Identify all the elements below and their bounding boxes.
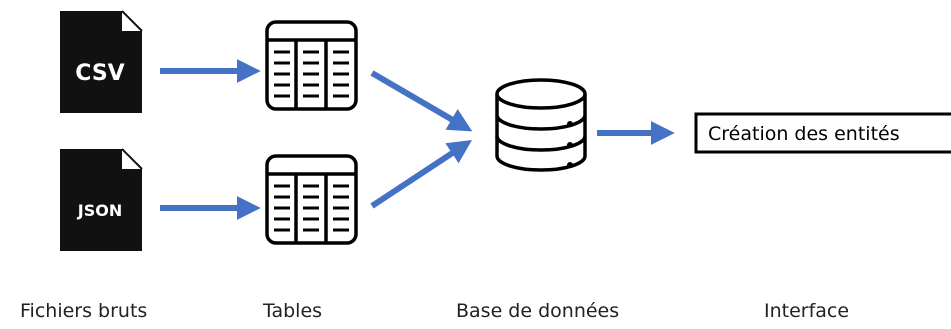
json-file-icon: JSON [60,148,143,251]
table-icon [265,20,358,111]
interface-box: Création des entités [694,112,951,154]
csv-file-icon: CSV [60,10,143,113]
caption-tables: Tables [263,300,323,322]
interface-box-label: Création des entités [708,123,900,145]
caption-interface: Interface [764,300,850,322]
database-icon [495,78,587,172]
table-icon [265,154,358,245]
caption-raw-files: Fichiers bruts [20,300,148,322]
arrow-table-to-database [370,140,473,209]
arrow-table-to-database [370,70,473,132]
json-file-label: JSON [77,201,122,220]
csv-file-label: CSV [75,61,124,86]
caption-database: Base de données [456,300,620,322]
